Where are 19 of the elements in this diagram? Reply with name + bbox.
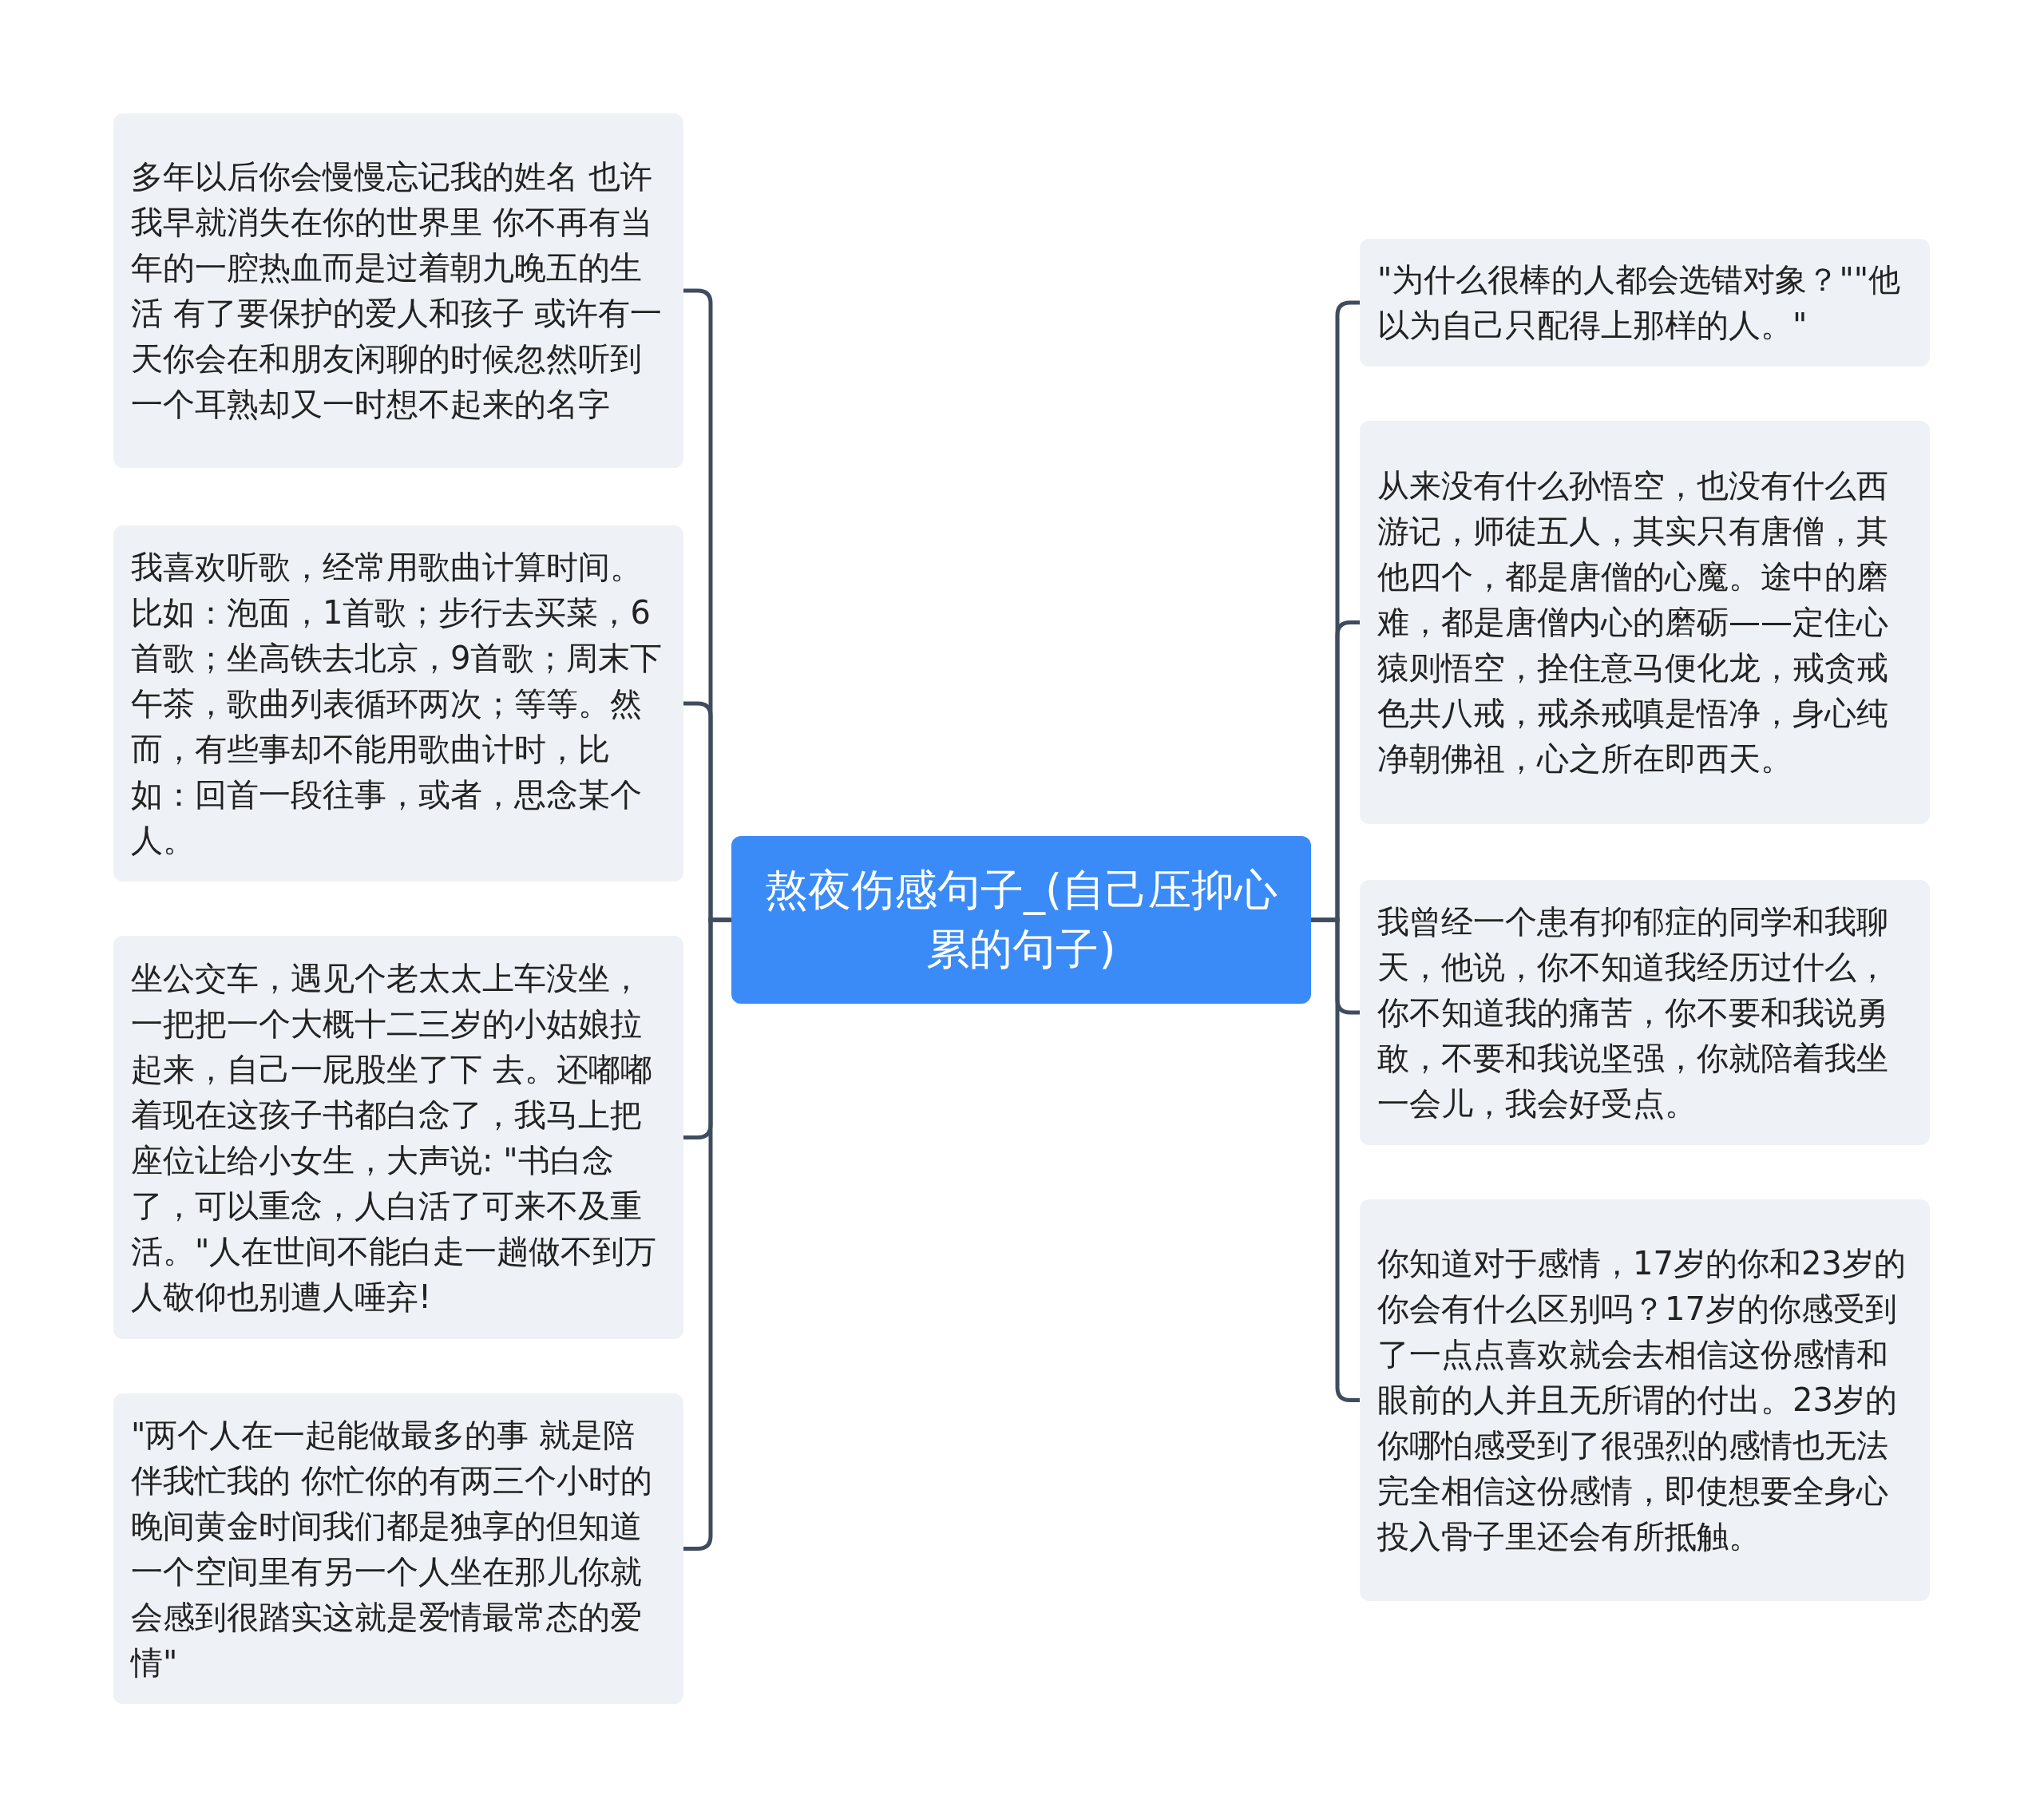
card-text: 你知道对于感情，17岁的你和23岁的你会有什么区别吗？17岁的你感受到了一点点喜欢就会去相信这份感情和眼前的人并且无所谓的付出。23岁的你哪怕感受到了很强烈的感情也无法完全相信这份感情，即使想要全身心投入骨子里还会有所抵触。 [1377, 1244, 1907, 1556]
text-card [113, 113, 683, 468]
topic-box [731, 836, 1311, 1004]
card-text: 我曾经一个患有抑郁症的同学和我聊天，他说，你不知道我经历过什么，你不知道我的痛苦，你不要和我说勇敢，不要和我说坚强，你就陪着我坐一会儿，我会好受点。 [1377, 902, 1889, 1124]
connector-line [1311, 917, 1360, 1402]
text-card [1360, 421, 1930, 824]
text-card [1360, 880, 1930, 1145]
topic-text: 熬夜伤感句子_(自己压抑心累的句子) [763, 864, 1279, 976]
text-card [113, 936, 683, 1339]
text-card [113, 525, 683, 882]
card-text: 我喜欢听歌，经常用歌曲计算时间。比如：泡面，1首歌；步行去买菜，6首歌；坐高铁去北京，9首歌；周末下午茶，歌曲列表循环两次；等等。然而，有些事却不能用歌曲计时，比如：回首一段往事，或者，思念某个人。 [131, 547, 664, 860]
card-text: "两个人在一起能做最多的事 就是陪伴我忙我的 你忙你的有两三个小时的晚间黄金时间我们都是独享的但知道一个空间里有另一个人坐在那儿你就会感到很踏实这就是爱情最常态的爱情" [131, 1415, 653, 1682]
card-text: 坐公交车，遇见个老太太上车没坐，一把把一个大概十二三岁的小姑娘拉起来，自己一屁股坐了下 去。还嘟嘟着现在这孩子书都白念了，我马上把座位让给小女生，大声说: "书白念了，可以重念，人白活了可来不及重活。"人在世间不能白走一趟做不到万人敬仰也别遭人唾弃! [131, 958, 658, 1317]
card-text: "为什么很棒的人都会选错对象？""他以为自己只配得上那样的人。" [1377, 260, 1902, 345]
card-text: 多年以后你会慢慢忘记我的姓名 也许我早就消失在你的世界里 你不再有当年的一腔热血而是过着朝九晚五的生活 有了要保护的爱人和孩子 或许有一天你会在和朋友闲聊的时候忽然听到一个耳熟却又一时想不起来的名字 [131, 157, 664, 424]
text-card [1360, 239, 1930, 367]
text-card [113, 1393, 683, 1704]
card-text: 从来没有什么孙悟空，也没有什么西游记，师徒五人，其实只有唐僧，其他四个，都是唐僧的心魔。途中的磨难，都是唐僧内心的磨砺——定住心猿则悟空，拴住意马便化龙，戒贪戒色共八戒，戒杀戒嗔是悟净，身心纯净朝佛祖，心之所在即西天。 [1377, 466, 1889, 779]
text-card [1360, 1199, 1930, 1601]
